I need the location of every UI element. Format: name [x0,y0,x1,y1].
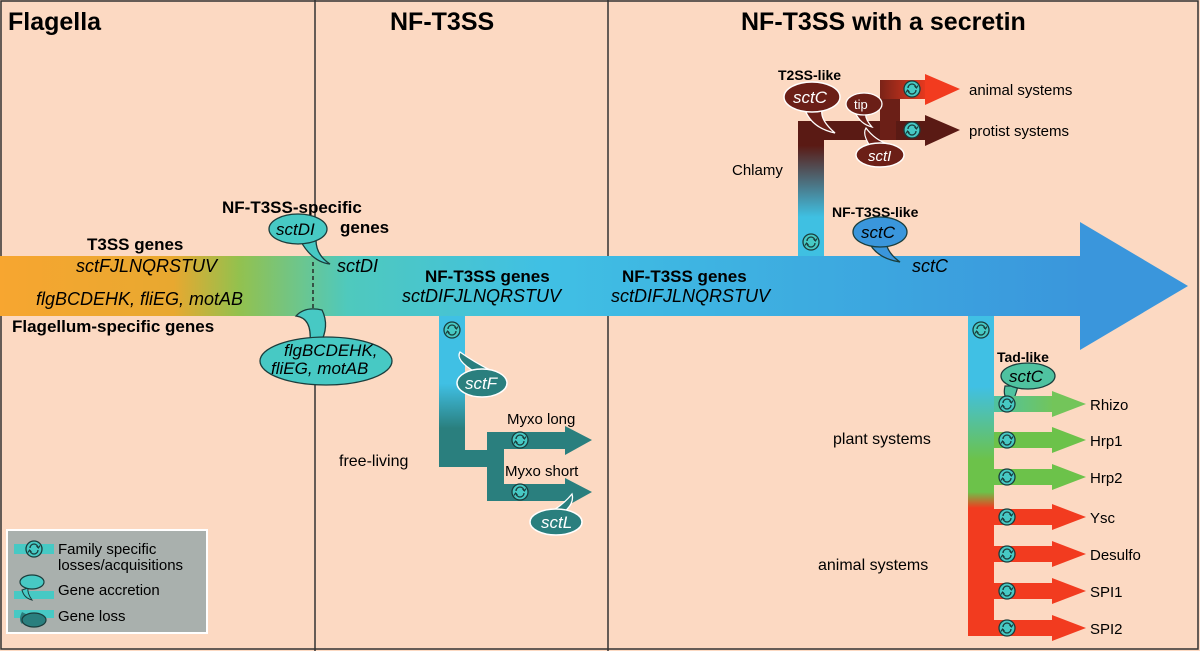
nf-t3ss-genes-title-middle: NF-T3SS genes [425,267,550,286]
svg-text:Gene loss: Gene loss [58,608,126,625]
free-living-branch [439,316,592,507]
flagellar-loss-bubble: flgBCDEHK, fliEG, motAB [259,308,393,386]
cycle-icon-ysc [998,508,1016,526]
scti-loss-bubble: sctI [855,126,905,168]
section-title-secretin: NF-T3SS with a secretin [741,8,1026,36]
target-label-hrp2: Hrp2 [1090,470,1123,487]
svg-text:flgBCDEHK,: flgBCDEHK, [284,341,378,360]
svg-text:losses/acquisitions: losses/acquisitions [58,557,183,574]
cycle-icon-chlamy [802,233,820,251]
cycle-icon-myxo-short [511,483,529,501]
cycle-icon-spi2 [998,619,1016,637]
section-title-nf-t3ss: NF-T3SS [390,8,494,36]
tad-like-label: Tad-like [997,349,1049,365]
chlamy-label: Chlamy [732,162,783,179]
sctc-blue-bubble: sctC [852,216,908,263]
svg-text:fliEG, motAB: fliEG, motAB [271,359,368,378]
svg-text:sctF: sctF [465,374,499,393]
sctdi-accretion-bubble: sctDI [268,213,331,265]
myxo-long-label: Myxo long [507,411,575,428]
t3ss-gene-list: sctFJLNQRSTUV [76,256,219,276]
cycle-icon-protist [903,121,921,139]
animal-systems-top-label: animal systems [969,82,1072,99]
animal-systems-label: animal systems [818,557,928,574]
svg-text:Family specific: Family specific [58,541,157,558]
cycle-icon-animal-top [903,80,921,98]
target-label-hrp1: Hrp1 [1090,433,1123,450]
main-arrow [0,222,1188,350]
cycle-icon-free-living [443,321,461,339]
sctl-loss-bubble: sctL [529,492,583,536]
nf-t3ss-gene-list-middle: sctDIFJLNQRSTUV [402,286,563,306]
cycle-icon-desulfo [998,545,1016,563]
svg-text:Gene accretion: Gene accretion [58,582,160,599]
target-label-spi1: SPI1 [1090,584,1123,601]
svg-text:sctL: sctL [541,513,572,532]
sctc-t2ss-bubble: sctC [783,81,841,134]
svg-text:sctC: sctC [1009,367,1044,386]
legend: Family specific losses/acquisitions Gene… [6,529,208,634]
svg-text:sctC: sctC [861,223,896,242]
svg-text:sctC: sctC [793,88,828,107]
free-living-label: free-living [339,453,408,470]
nf-t3ss-genes-title-right: NF-T3SS genes [622,267,747,286]
protist-systems-label: protist systems [969,123,1069,140]
svg-text:sctI: sctI [868,148,891,165]
svg-text:tip: tip [854,97,868,112]
cycle-icon-hrp1 [998,431,1016,449]
svg-text:sctDI: sctDI [276,220,315,239]
nf-specific-title-2: genes [340,218,389,237]
nf-specific-title-1: NF-T3SS-specific [222,198,362,217]
target-label-rhizo: Rhizo [1090,397,1128,414]
t2ss-like-label: T2SS-like [778,67,841,83]
myxo-short-label: Myxo short [505,463,579,480]
section-title-flagella: Flagella [8,8,102,36]
sctc-blue-label: sctC [912,256,949,276]
cycle-icon-spi1 [998,582,1016,600]
target-label-ysc: Ysc [1090,510,1116,527]
nf-t3ss-like-label: NF-T3SS-like [832,204,919,220]
cycle-icon-hrp2 [998,468,1016,486]
cycle-icon-myxo-long [511,431,529,449]
cycle-icon-plant-animal [972,321,990,339]
target-label-desulfo: Desulfo [1090,547,1141,564]
sctf-loss-bubble: sctF [456,351,508,398]
tip-bubble: tip [845,92,883,129]
plant-systems-label: plant systems [833,431,931,448]
sctc-tad-bubble: sctC [1000,362,1056,405]
flagellum-gene-list: flgBCDEHK, fliEG, motAB [36,289,243,309]
target-label-spi2: SPI2 [1090,621,1123,638]
plant-animal-branch [968,316,994,636]
flagellum-specific-title: Flagellum-specific genes [12,317,214,336]
sctdi-label: sctDI [337,256,378,276]
cycle-icon-rhizo [998,395,1016,413]
t3ss-genes-title: T3SS genes [87,235,183,254]
nf-t3ss-gene-list-right: sctDIFJLNQRSTUV [611,286,772,306]
